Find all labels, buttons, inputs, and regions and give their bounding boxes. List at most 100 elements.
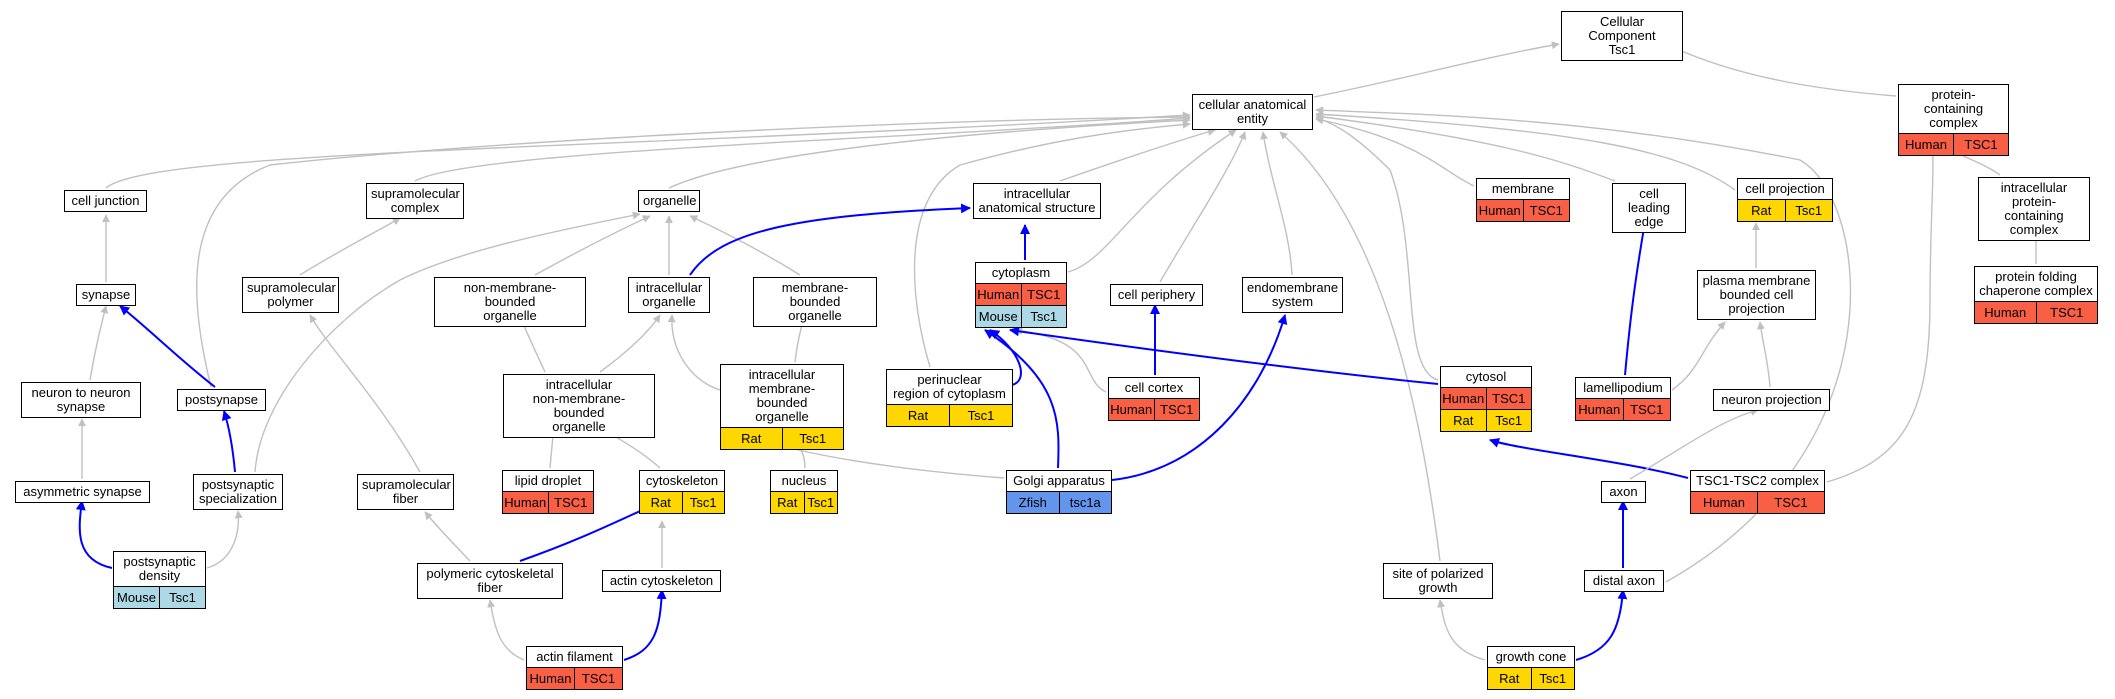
node-label: cell junction — [71, 193, 140, 208]
node-axon[interactable]: axon — [1601, 481, 1646, 503]
edge-part-of — [119, 305, 216, 388]
gene-cell: Tsc1 — [159, 587, 205, 608]
species-cell: Human — [1899, 134, 1953, 155]
edge-is-a — [254, 211, 641, 473]
edge-part-of — [984, 329, 1060, 469]
gene-cell: Tsc1 — [949, 405, 1012, 426]
edge-is-a — [689, 215, 801, 276]
node-cellular-component-tsc1[interactable]: Cellular Component Tsc1 — [1561, 11, 1683, 61]
node-intracellular-non-membrane-bounded-organelle[interactable]: intracellular non-membrane-bounded organ… — [503, 374, 655, 438]
edge-is-a — [414, 114, 1191, 182]
node-label: plasma membrane bounded cell projection — [1702, 273, 1811, 316]
node-actin-cytoskeleton[interactable]: actin cytoskeleton — [602, 570, 721, 592]
edge-part-of — [689, 203, 971, 276]
node-organelle[interactable]: organelle — [638, 190, 700, 212]
node-synapse[interactable]: synapse — [76, 284, 136, 306]
gene-cell: Tsc1 — [1020, 306, 1066, 327]
species-cell: Mouse — [976, 306, 1021, 327]
node-label: distal axon — [1592, 573, 1656, 588]
edge-is-a — [299, 217, 401, 276]
species-cell: Rat — [887, 405, 949, 426]
node-postsynapse[interactable]: postsynapse — [177, 389, 266, 411]
node-neuron-projection[interactable]: neuron projection — [1713, 389, 1830, 411]
edge-is-a — [1159, 131, 1247, 283]
species-cell: Human — [1975, 302, 2036, 323]
node-cell-periphery[interactable]: cell periphery — [1110, 284, 1203, 306]
species-cell: Human — [527, 668, 574, 689]
node-label: site of polarized growth — [1392, 566, 1484, 595]
edge-is-a — [89, 305, 109, 381]
node-label: supramolecular polymer — [247, 280, 336, 309]
node-neuron-to-neuron-synapse[interactable]: neuron to neuron synapse — [21, 382, 141, 418]
edge-is-a — [1756, 321, 1771, 388]
node-supramolecular-polymer[interactable]: supramolecular polymer — [242, 277, 339, 313]
node-label: endomembrane system — [1247, 280, 1339, 309]
edge-is-a — [668, 116, 1191, 189]
species-cell: Human — [1477, 200, 1523, 221]
edge-part-of — [75, 500, 113, 569]
node-plasma-membrane-bounded-cell-projection[interactable]: plasma membrane bounded cell projection — [1697, 270, 1816, 320]
node-membrane-bounded-organelle[interactable]: membrane-bounded organelle — [753, 277, 877, 327]
edge-is-a — [1315, 116, 1475, 187]
species-cell: Human — [1109, 399, 1154, 420]
edge-part-of — [1111, 314, 1288, 481]
node-label: Golgi apparatus — [1013, 473, 1105, 488]
edge-part-of — [623, 589, 667, 661]
node-intracellular-protein-containing-complex[interactable]: intracellular protein-containing complex — [1978, 177, 2090, 241]
node-cell-junction[interactable]: cell junction — [64, 190, 147, 212]
node-intracellular-organelle[interactable]: intracellular organelle — [628, 277, 710, 313]
gene-cell: Tsc1 — [1784, 200, 1832, 221]
node-postsynaptic-specialization[interactable]: postsynaptic specialization — [193, 474, 283, 510]
node-cell-leading-edge[interactable]: cell leading edge — [1612, 183, 1686, 233]
node-label: intracellular membrane-bounded organelle — [748, 367, 816, 424]
node-cellular-anatomical-entity[interactable]: cellular anatomical entity — [1192, 94, 1313, 130]
node-intracellular-membrane-bounded-organelle[interactable]: intracellular membrane-bounded organelle… — [720, 364, 844, 450]
edge-is-a — [105, 111, 1191, 189]
node-site-of-polarized-growth[interactable]: site of polarized growth — [1383, 563, 1493, 599]
node-supramolecular-complex[interactable]: supramolecular complex — [366, 183, 464, 219]
node-intracellular-anatomical-structure[interactable]: intracellular anatomical structure — [973, 183, 1101, 219]
gene-cell: TSC1 — [1622, 399, 1670, 420]
node-label: cytoplasm — [991, 265, 1051, 280]
gene-cell: Tsc1 — [1530, 668, 1574, 689]
node-label: non-membrane-bounded organelle — [463, 280, 557, 323]
edge-part-of — [1489, 438, 1689, 479]
node-label: intracellular anatomical structure — [978, 186, 1096, 215]
node-polymeric-cytoskeletal-fiber[interactable]: polymeric cytoskeletal fiber — [417, 563, 563, 599]
gene-cell: Tsc1 — [781, 428, 843, 449]
node-distal-axon[interactable]: distal axon — [1584, 570, 1664, 592]
gene-cell: TSC1 — [1757, 492, 1824, 513]
node-non-membrane-bounded-organelle[interactable]: non-membrane-bounded organelle — [434, 277, 586, 327]
node-asymmetric-synapse[interactable]: asymmetric synapse — [15, 481, 150, 503]
node-label: axon — [1609, 484, 1638, 499]
node-label: cytosol — [1465, 369, 1507, 384]
node-endomembrane-system[interactable]: endomembrane system — [1242, 277, 1343, 313]
gene-cell: TSC1 — [1522, 200, 1569, 221]
node-supramolecular-fiber[interactable]: supramolecular fiber — [357, 474, 454, 510]
